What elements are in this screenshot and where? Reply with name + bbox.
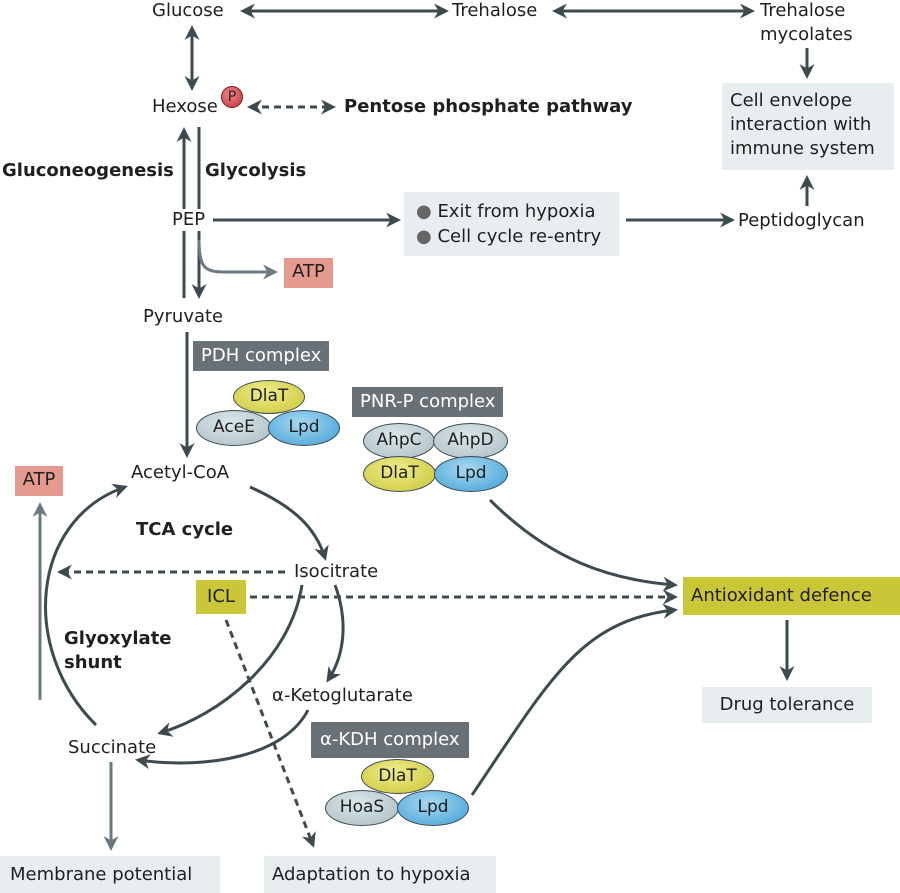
subunit-dlat: DlaT xyxy=(233,380,305,414)
arrow-tca-succinate-acetylcoa xyxy=(44,483,128,727)
exit-item-text: Cell cycle re-entry xyxy=(437,226,602,247)
arrow-acetylcoa-isocitrate xyxy=(249,485,329,561)
node-isocitrate: Isocitrate xyxy=(294,561,379,583)
atp-badge-cycle: ATP xyxy=(15,466,63,496)
node-glucose: Glucose xyxy=(152,0,224,21)
bullet-icon: ● xyxy=(416,226,438,247)
pnr-complex-label: PNR-P complex xyxy=(352,387,504,417)
subunit-acee: AceE xyxy=(196,410,272,446)
node-succinate: Succinate xyxy=(68,737,157,758)
arrow-pep-atp xyxy=(197,239,278,280)
node-drug-tolerance: Drug tolerance xyxy=(702,687,872,723)
subunit-ahpd: AhpD xyxy=(433,423,508,459)
arrow-pnr-antioxidant xyxy=(488,498,678,592)
label-gluconeogenesis: Gluconeogenesis xyxy=(2,160,174,181)
node-cell-envelope: Cell envelope interaction with immune sy… xyxy=(722,83,894,170)
subunit-hoas: HoaS xyxy=(325,790,399,826)
node-acetyl-coa: Acetyl-CoA xyxy=(131,462,230,483)
node-alpha-ketoglutarate: α-Ketoglutarate xyxy=(272,685,413,706)
node-pep: PEP xyxy=(172,209,206,231)
node-trehalose: Trehalose xyxy=(452,0,538,21)
phosphate-icon: P xyxy=(221,86,243,108)
label-tca-cycle: TCA cycle xyxy=(136,519,234,540)
arrow-kdh-antioxidant xyxy=(470,603,678,796)
node-membrane-potential: Membrane potential xyxy=(0,856,220,893)
node-exit-panel: ● Exit from hypoxia ● Cell cycle re-entr… xyxy=(404,192,619,256)
pdh-complex-label: PDH complex xyxy=(193,341,330,371)
node-antioxidant-defence: Antioxidant defence xyxy=(683,577,900,615)
label-glycolysis: Glycolysis xyxy=(205,160,307,181)
label-glyoxylate-line1: Glyoxylate xyxy=(64,628,172,649)
enzyme-icl: ICL xyxy=(196,580,246,614)
arrow-akg-succinate xyxy=(135,709,310,770)
node-pentose-phosphate: Pentose phosphate pathway xyxy=(344,96,633,117)
bullet-icon: ● xyxy=(416,201,438,222)
node-hexose: Hexose xyxy=(152,96,218,117)
kdh-complex-label: α-KDH complex xyxy=(311,722,469,758)
subunit-lpd: Lpd xyxy=(434,456,508,492)
node-trehalose-mycolates-line2: mycolates xyxy=(760,24,853,45)
node-adaptation-hypoxia: Adaptation to hypoxia xyxy=(264,856,496,893)
cell-envelope-line: interaction with xyxy=(730,114,872,135)
atp-badge-glycolysis: ATP xyxy=(284,258,333,288)
cell-envelope-line: immune system xyxy=(730,138,875,159)
subunit-lpd: Lpd xyxy=(397,790,469,826)
exit-item: ● Cell cycle re-entry xyxy=(416,224,619,249)
cell-envelope-line: Cell envelope xyxy=(730,90,853,111)
arrow-icl-hypoxia xyxy=(224,619,316,848)
node-trehalose-mycolates-line1: Trehalose xyxy=(760,0,846,21)
exit-item: ● Exit from hypoxia xyxy=(416,199,619,224)
subunit-dlat: DlaT xyxy=(361,759,434,794)
exit-item-text: Exit from hypoxia xyxy=(437,201,596,222)
arrow-isocitrate-akg xyxy=(326,584,345,683)
subunit-ahpc: AhpC xyxy=(363,423,435,459)
subunit-dlat: DlaT xyxy=(363,456,436,492)
label-glyoxylate-line2: shunt xyxy=(64,652,122,673)
node-peptidoglycan: Peptidoglycan xyxy=(738,210,865,231)
subunit-lpd: Lpd xyxy=(268,410,340,446)
node-pyruvate: Pyruvate xyxy=(143,306,224,327)
